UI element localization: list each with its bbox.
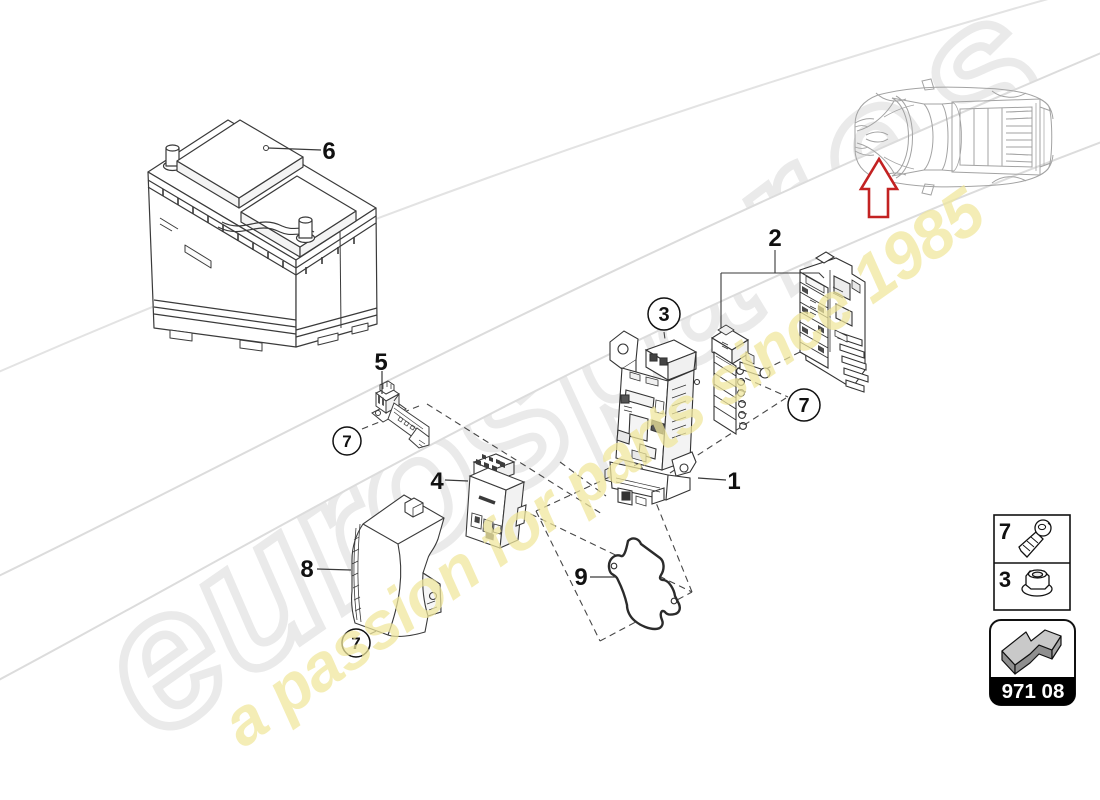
svg-text:971 08: 971 08 [1002, 680, 1065, 703]
svg-text:9: 9 [574, 564, 587, 591]
svg-text:7: 7 [999, 519, 1011, 544]
svg-text:5: 5 [374, 349, 387, 376]
svg-text:4: 4 [430, 468, 444, 495]
svg-text:3: 3 [999, 567, 1011, 592]
svg-text:7: 7 [351, 634, 360, 653]
svg-text:1: 1 [727, 468, 740, 495]
svg-text:eurospares: eurospares [57, 0, 1100, 776]
svg-text:7: 7 [798, 395, 809, 417]
svg-text:3: 3 [658, 304, 669, 326]
svg-text:8: 8 [300, 556, 313, 583]
svg-text:2: 2 [768, 225, 781, 252]
svg-text:6: 6 [322, 138, 335, 165]
svg-text:7: 7 [342, 432, 351, 451]
